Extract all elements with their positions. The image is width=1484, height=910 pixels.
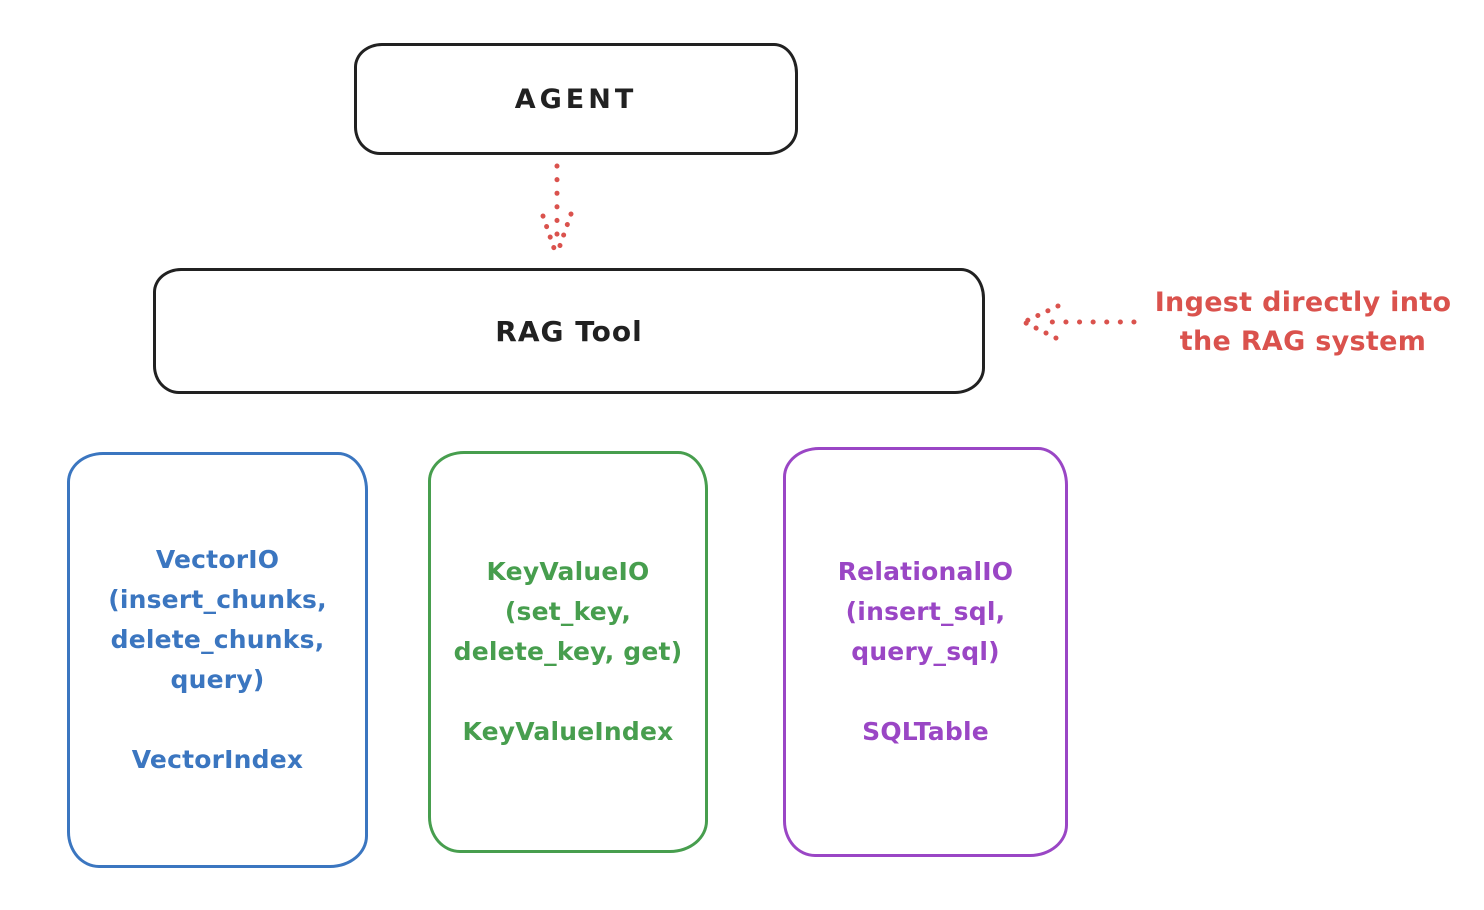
rag-tool-node-label: RAG Tool bbox=[495, 314, 643, 348]
ingest-annotation-line: Ingest directly into bbox=[1154, 287, 1452, 318]
backend-io-line: query) bbox=[170, 665, 265, 694]
backend-io-line: (insert_chunks, bbox=[108, 585, 327, 614]
backend-io-line: VectorIO bbox=[155, 545, 280, 574]
backend-keyvalue-io: KeyValueIO (set_key, delete_key, get) Ke… bbox=[428, 451, 708, 853]
backend-io-line: delete_chunks, bbox=[110, 625, 325, 654]
agent-node-label: AGENT bbox=[514, 83, 638, 115]
backend-io-line: query_sql) bbox=[851, 637, 1000, 666]
backend-index-label: KeyValueIndex bbox=[462, 717, 674, 746]
arrow-agent-to-rag-tool bbox=[540, 163, 574, 257]
rag-tool-node: RAG Tool bbox=[153, 268, 985, 394]
backend-relational-io: RelationalIO (insert_sql, query_sql) SQL… bbox=[783, 447, 1068, 857]
ingest-annotation: Ingest directly into the RAG system bbox=[1128, 283, 1478, 361]
backend-vector-io: VectorIO (insert_chunks, delete_chunks, … bbox=[67, 452, 368, 868]
backend-io-line: delete_key, get) bbox=[453, 637, 683, 666]
backend-index-label: VectorIndex bbox=[131, 745, 304, 774]
ingest-annotation-line: the RAG system bbox=[1179, 326, 1427, 357]
backend-io-line: RelationalIO bbox=[837, 557, 1014, 586]
backend-io-line: (insert_sql, bbox=[845, 597, 1006, 626]
arrow-annotation-to-rag-tool bbox=[1021, 303, 1137, 341]
backend-io-line: KeyValueIO bbox=[486, 557, 650, 586]
backend-io-line: (set_key, bbox=[504, 597, 632, 626]
agent-node: AGENT bbox=[354, 43, 798, 155]
backend-index-label: SQLTable bbox=[862, 717, 989, 746]
